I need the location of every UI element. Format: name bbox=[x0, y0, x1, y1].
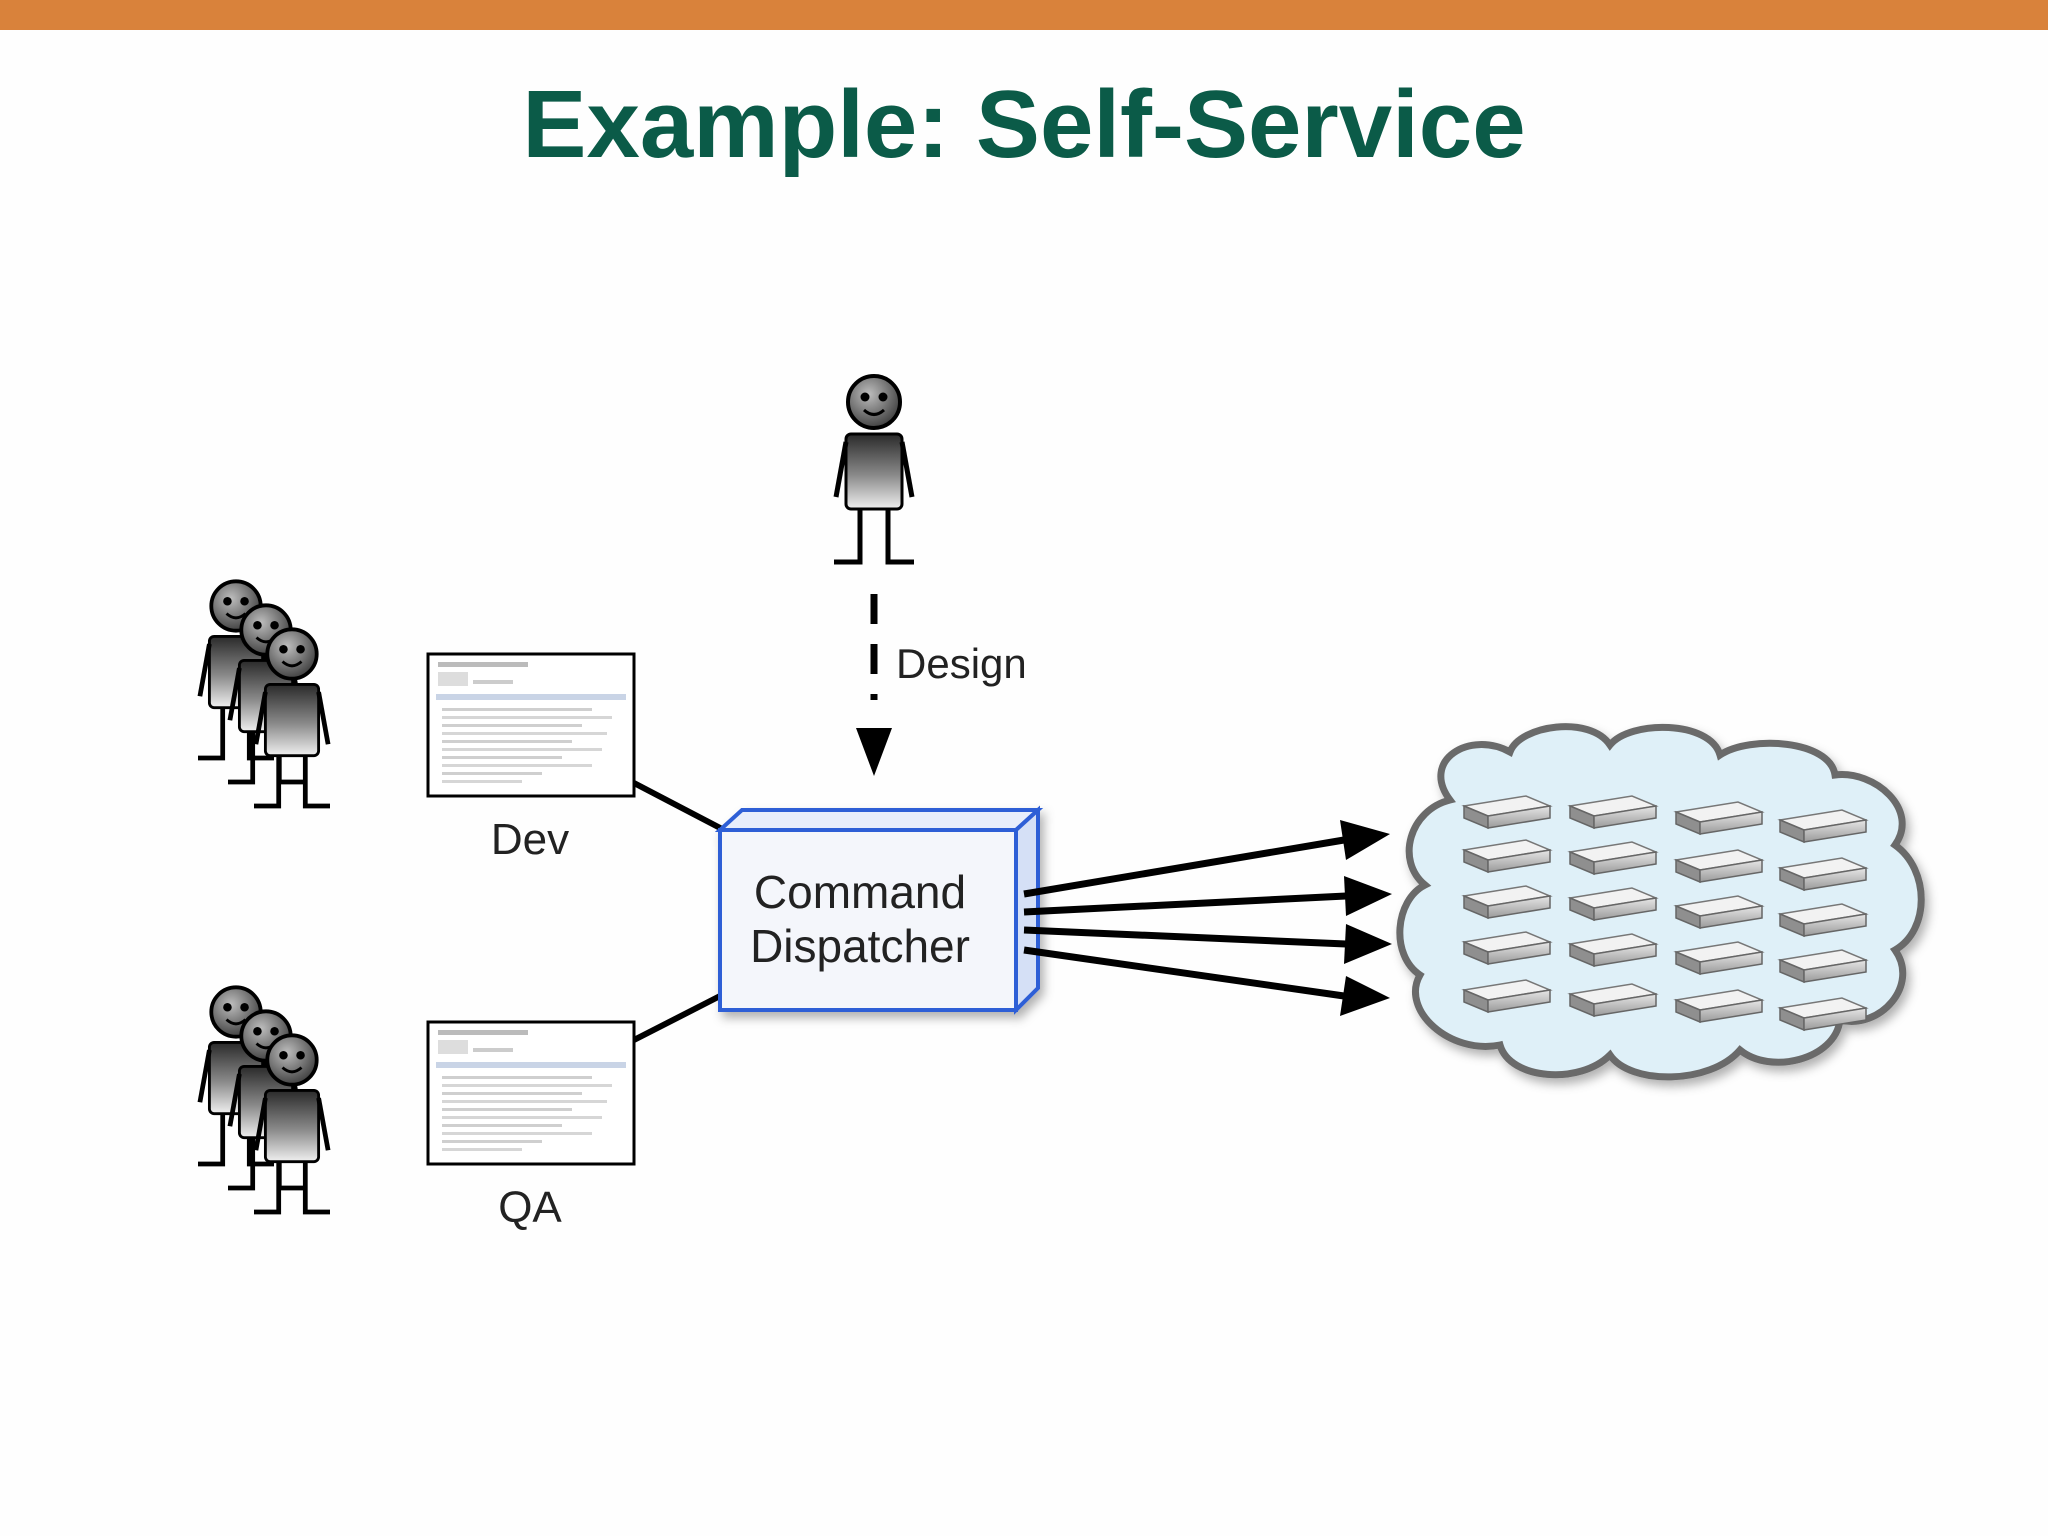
command-dispatcher-box bbox=[714, 805, 1044, 1015]
dispatch-arrow-heads bbox=[1340, 820, 1392, 1016]
dispatcher-label-line1: Command bbox=[754, 866, 966, 918]
qa-people-group bbox=[198, 987, 330, 1212]
dispatch-arrow-head bbox=[1344, 924, 1392, 964]
qa-screen-icon bbox=[426, 1020, 636, 1166]
dev-connector-line bbox=[632, 780, 726, 833]
dispatch-arrow bbox=[1023, 926, 1347, 948]
dispatch-arrow bbox=[1023, 892, 1347, 916]
dispatch-arrow-head bbox=[1344, 876, 1392, 916]
designer-person-icon bbox=[834, 376, 914, 562]
dispatch-arrow-head bbox=[1340, 820, 1390, 860]
dispatcher-label-line2: Dispatcher bbox=[750, 920, 970, 972]
qa-connector-line bbox=[632, 993, 722, 1043]
dispatch-arrow-head bbox=[1340, 976, 1390, 1016]
dispatch-arrow bbox=[1023, 946, 1345, 1000]
design-arrow-head bbox=[856, 728, 892, 776]
dispatch-arrows bbox=[1023, 836, 1347, 1000]
dispatch-arrow bbox=[1023, 836, 1345, 898]
top-accent-bar bbox=[0, 0, 2048, 30]
dev-screen-icon bbox=[426, 652, 636, 798]
dev-people-group bbox=[198, 581, 330, 806]
design-label: Design bbox=[896, 640, 1027, 687]
qa-label: QA bbox=[498, 1183, 562, 1232]
slide-title: Example: Self-Service bbox=[522, 71, 1526, 178]
dev-label: Dev bbox=[491, 815, 569, 864]
